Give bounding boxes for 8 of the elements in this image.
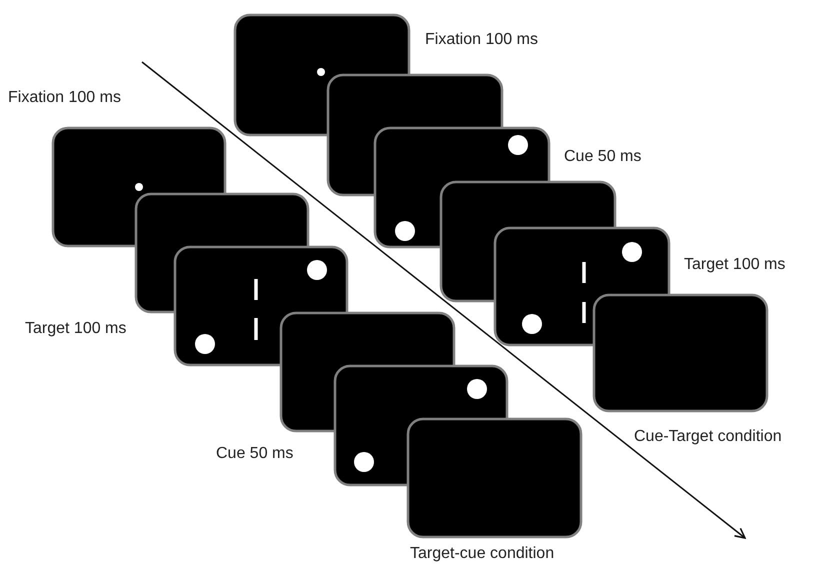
condition-label: Cue 50 ms: [216, 444, 294, 464]
condition-label: Fixation 100 ms: [8, 88, 121, 108]
condition-label: Target 100 ms: [684, 255, 786, 275]
condition-label: Cue 50 ms: [564, 147, 642, 167]
condition-label: Cue-Target condition: [634, 427, 782, 447]
condition-label: Target 100 ms: [25, 319, 126, 339]
condition-label: Fixation 100 ms: [425, 30, 538, 50]
condition-label: Target-cue condition: [410, 544, 554, 564]
